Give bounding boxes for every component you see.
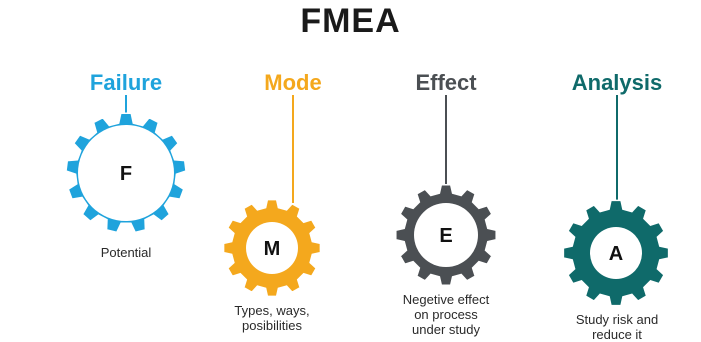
description-effect: Negetive effect on process under study (376, 292, 516, 337)
heading-mode: Mode (264, 70, 322, 95)
description-effect-line: under study (412, 322, 480, 337)
description-mode-line: Types, ways, (234, 303, 310, 318)
diagram-title: FMEA (300, 2, 401, 40)
description-effect-line: on process (414, 307, 478, 322)
description-effect-line: Negetive effect (402, 292, 490, 307)
description-failure: Potential (56, 245, 196, 260)
heading-effect: Effect (415, 70, 477, 95)
description-analysis: Study risk and reduce it (547, 312, 687, 342)
gear-letter-effect: E (439, 225, 452, 247)
gear-effect: E (395, 184, 497, 286)
gear-letter-mode: M (264, 238, 281, 260)
gear-analysis: A (562, 199, 670, 307)
description-failure-line: Potential (100, 245, 152, 260)
description-analysis-line: reduce it (592, 327, 642, 342)
gear-mode: M (222, 198, 322, 298)
heading-failure: Failure (89, 70, 163, 95)
description-mode: Types, ways, posibilities (202, 303, 342, 333)
description-mode-line: posibilities (242, 318, 302, 333)
description-analysis-line: Study risk and (575, 312, 659, 327)
gear-letter-analysis: A (609, 243, 623, 265)
heading-analysis: Analysis (571, 70, 663, 95)
gear-failure: F (65, 112, 187, 234)
gear-letter-failure: F (120, 163, 132, 185)
